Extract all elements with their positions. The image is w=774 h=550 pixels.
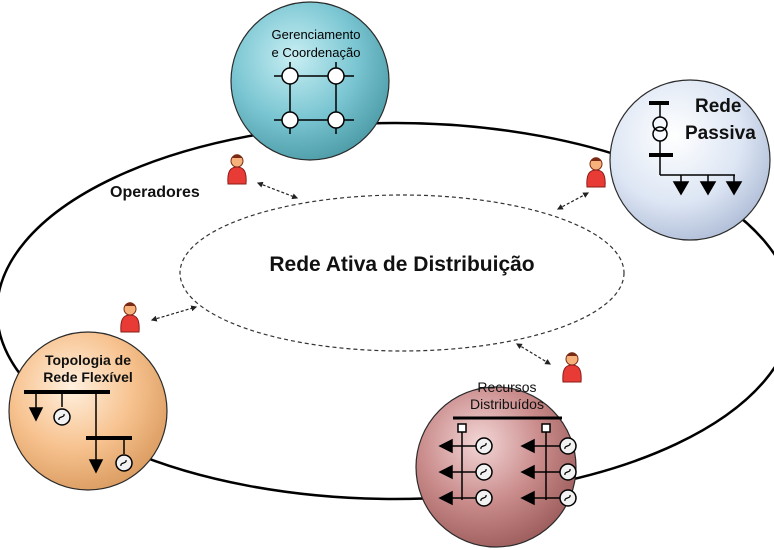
node-passive-network: Rede Passiva bbox=[609, 79, 771, 241]
operator-icon-left bbox=[120, 301, 140, 333]
node-resources-title-line2: Distribuídos bbox=[470, 396, 544, 412]
transformer-icon bbox=[649, 101, 735, 176]
node-resources-title-line1: Recursos bbox=[477, 379, 536, 395]
node-topology-title-line2: Rede Flexível bbox=[43, 369, 133, 385]
outer-ring bbox=[0, 121, 774, 501]
center-label: Rede Ativa de Distribuição bbox=[269, 253, 534, 276]
node-flexible-topology: Topologia de Rede Flexível bbox=[8, 331, 168, 491]
node-passive-title-line1: Rede bbox=[695, 96, 741, 117]
inner-network-ellipse bbox=[179, 194, 625, 352]
node-management-title-line2: e Coordenação bbox=[272, 45, 361, 60]
coordination-grid-icon bbox=[274, 62, 354, 134]
operators-label: Operadores bbox=[110, 184, 200, 201]
node-management: Gerenciamento e Coordenação bbox=[230, 1, 390, 161]
operator-icon-top-right bbox=[586, 156, 606, 188]
node-topology-title-line1: Topologia de bbox=[45, 352, 131, 368]
distributed-resources-icon bbox=[438, 416, 577, 507]
link-arrow-top-left bbox=[256, 181, 299, 200]
link-arrow-bottom-right bbox=[515, 343, 552, 365]
load-arrows-icon bbox=[672, 175, 743, 196]
node-passive-title-line2: Passiva bbox=[685, 123, 756, 144]
flexible-topology-icon bbox=[24, 390, 133, 474]
operator-icon-top-left bbox=[227, 153, 247, 185]
node-distributed-resources: Recursos Distribuídos bbox=[415, 379, 577, 548]
node-management-title-line1: Gerenciamento bbox=[272, 27, 361, 42]
operator-icon-bottom-right bbox=[562, 351, 582, 383]
link-arrow-top-right bbox=[556, 192, 590, 210]
link-arrow-left bbox=[150, 305, 198, 322]
